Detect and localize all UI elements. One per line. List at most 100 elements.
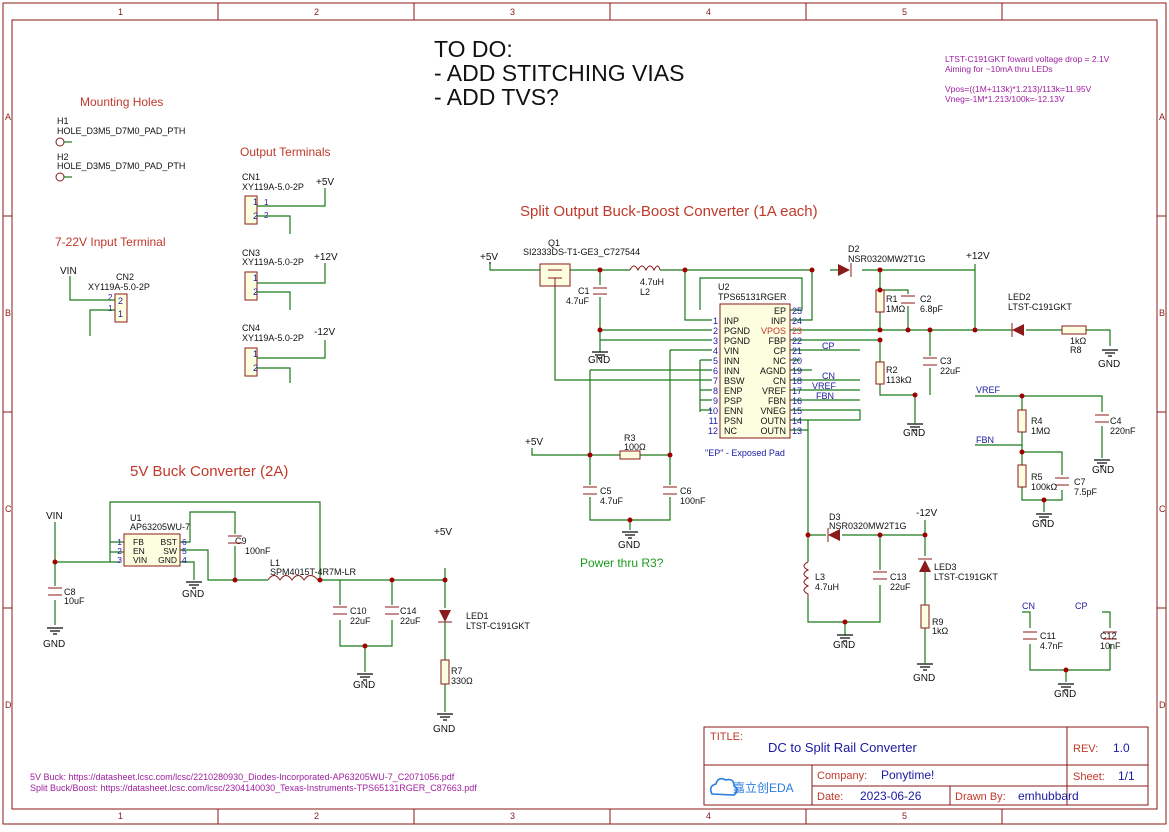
mounting-holes: H1 HOLE_D3M5_D7M0_PAD_PTH H2 HOLE_D3M5_D… bbox=[55, 116, 185, 182]
value-label: 10nF bbox=[1100, 641, 1121, 651]
net-label: CP bbox=[1075, 601, 1088, 611]
net-label: GND bbox=[588, 355, 610, 366]
pin-name: BSW bbox=[724, 376, 745, 386]
value-label: NSR0320MW2T1G bbox=[848, 254, 926, 264]
net-label: VREF bbox=[976, 385, 1001, 395]
ground-symbol bbox=[186, 581, 202, 589]
ref-label: CN1 bbox=[242, 172, 260, 182]
value-label: 100kΩ bbox=[1031, 482, 1058, 492]
tb-drawn: emhubbard bbox=[1018, 789, 1079, 803]
pin-number: 25 bbox=[792, 306, 802, 316]
inductor-symbol bbox=[267, 575, 319, 581]
ref-label: LED1 bbox=[466, 611, 489, 621]
design-notes: LTST-C191GKT foward voltage drop = 2.1V … bbox=[945, 54, 1110, 104]
net-label: GND bbox=[1092, 465, 1114, 476]
ref-label: H1 bbox=[57, 116, 69, 126]
pin-num: 1 bbox=[264, 198, 269, 207]
col-label: 2 bbox=[314, 811, 319, 821]
resistor-symbol bbox=[875, 361, 885, 385]
pin-name: VPOS bbox=[761, 326, 786, 336]
ref-label: C9 bbox=[235, 536, 247, 546]
row-label: C bbox=[5, 504, 12, 514]
value-label: NSR0320MW2T1G bbox=[829, 521, 907, 531]
easyeda-logo: 嘉立创EDA bbox=[709, 777, 794, 796]
pin-name: PGND bbox=[724, 336, 751, 346]
pin-number: 11 bbox=[709, 416, 718, 426]
col-label: 5 bbox=[902, 7, 907, 17]
pin-num: 1 bbox=[118, 309, 123, 319]
net-label: GND bbox=[1032, 519, 1054, 530]
value-label: 220nF bbox=[1110, 426, 1136, 436]
row-label: C bbox=[1159, 504, 1166, 514]
hole-symbol bbox=[55, 137, 65, 147]
value-label: XY119A-5.0-2P bbox=[242, 333, 304, 343]
pin-name: SW bbox=[163, 546, 177, 556]
pin-name: ENN bbox=[724, 406, 743, 416]
ref-label: L1 bbox=[270, 558, 280, 568]
ref-label: C3 bbox=[940, 356, 952, 366]
ref-label: L2 bbox=[640, 287, 650, 297]
pin-number: 5 bbox=[182, 546, 187, 556]
pin-name: INP bbox=[724, 316, 739, 326]
ref-label: CN4 bbox=[242, 323, 260, 333]
mosfet-symbol bbox=[539, 263, 571, 287]
value-label: 22uF bbox=[350, 616, 371, 626]
ground-symbol bbox=[837, 634, 853, 642]
pin-number: 2 bbox=[117, 546, 122, 556]
col-label: 4 bbox=[706, 811, 711, 821]
datasheet-link[interactable]: Split Buck/Boost: https://datasheet.lcsc… bbox=[30, 783, 477, 793]
ref-label: R7 bbox=[451, 666, 463, 676]
capacitor-symbol bbox=[873, 571, 887, 580]
net-label: GND bbox=[903, 428, 925, 439]
value-label: LTST-C191GKT bbox=[934, 572, 998, 582]
capacitor-symbol bbox=[1055, 477, 1069, 486]
capacitor-symbol bbox=[1023, 631, 1037, 640]
capacitor-symbol bbox=[385, 606, 399, 615]
resistor-symbol bbox=[1017, 464, 1027, 488]
ic-body bbox=[123, 533, 181, 567]
pin-name: PSP bbox=[724, 396, 742, 406]
ref-label: H2 bbox=[57, 152, 69, 162]
diode-symbol bbox=[828, 529, 840, 541]
pin-name: BST bbox=[160, 537, 177, 547]
resistor-symbol bbox=[875, 289, 885, 313]
net-label: CP bbox=[822, 341, 835, 351]
inductor-symbol bbox=[803, 561, 810, 598]
buckboost-parts: +5V Q1 SI2333DS-T1-GE3_C727544 4.7uH L2 … bbox=[480, 238, 1136, 700]
note-line: Vpos=((1M+113k)*1.213)/113k=11.95V bbox=[945, 84, 1092, 94]
ref-label: CN3 bbox=[242, 248, 260, 258]
net-label: VIN bbox=[60, 266, 77, 277]
pin-name: PSN bbox=[724, 416, 743, 426]
pin-num: 2 bbox=[108, 293, 113, 302]
net-label: +5V bbox=[525, 437, 543, 448]
tb-label: REV: bbox=[1073, 743, 1098, 755]
ref-label: R5 bbox=[1031, 472, 1043, 482]
pin-name: AGND bbox=[760, 366, 787, 376]
net-label: GND bbox=[433, 724, 455, 735]
net-label: -12V bbox=[314, 327, 335, 338]
tb-label: TITLE: bbox=[710, 731, 743, 743]
diode-symbol bbox=[838, 264, 850, 276]
net-label: +12V bbox=[314, 252, 338, 263]
row-label: A bbox=[1159, 112, 1165, 122]
datasheet-link[interactable]: 5V Buck: https://datasheet.lcsc.com/lcsc… bbox=[30, 772, 455, 782]
pin-number: 22 bbox=[792, 336, 802, 346]
logo-text: 嘉立创EDA bbox=[733, 780, 794, 795]
ground-symbol bbox=[437, 713, 453, 721]
tb-label: Drawn By: bbox=[955, 791, 1006, 803]
net-label: +5V bbox=[316, 177, 334, 188]
pin-name: OUTN bbox=[761, 426, 787, 436]
ground-symbol bbox=[1094, 459, 1110, 467]
col-label: 2 bbox=[314, 7, 319, 17]
ref-label: R3 bbox=[624, 433, 636, 443]
pin-num: 2 bbox=[253, 211, 258, 221]
tb-sheet: 1/1 bbox=[1118, 769, 1135, 783]
pin-number: 8 bbox=[713, 386, 718, 396]
value-label: 100nF bbox=[245, 546, 271, 556]
value-label: 22uF bbox=[940, 366, 961, 376]
terminal-body bbox=[114, 293, 128, 323]
value-label: 1MΩ bbox=[886, 304, 906, 314]
ref-label: C5 bbox=[600, 486, 612, 496]
pin-name: CP bbox=[773, 346, 786, 356]
